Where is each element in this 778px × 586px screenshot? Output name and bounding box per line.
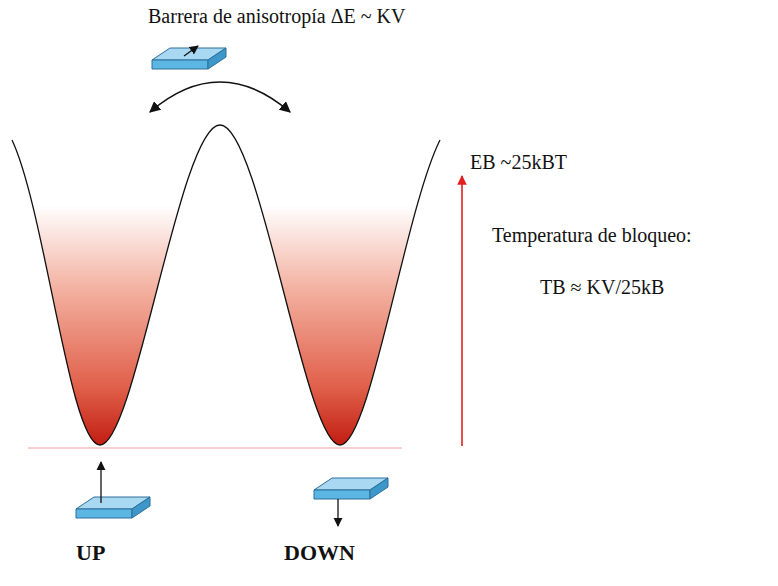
moment-arrow: [337, 499, 338, 526]
annotation: Temperatura de bloqueo:: [492, 223, 692, 247]
annotation: Barrera de anisotropía ΔE ~ KV: [148, 4, 405, 28]
particle-tile: [76, 497, 150, 518]
moment-arrow: [100, 462, 101, 503]
switching-arrow: [150, 82, 290, 112]
particle-tile: [152, 46, 226, 69]
potential-curve: [12, 125, 440, 445]
state-label: UP: [76, 540, 105, 566]
baseline: [28, 448, 402, 449]
energy-arrow: [461, 176, 463, 446]
annotation: EB ~25kBT: [470, 150, 567, 174]
well-fill: [0, 205, 450, 450]
state-label: DOWN: [284, 540, 355, 566]
annotation: TB ≈ KV/25kB: [540, 275, 664, 299]
particle-tile: [314, 478, 388, 499]
